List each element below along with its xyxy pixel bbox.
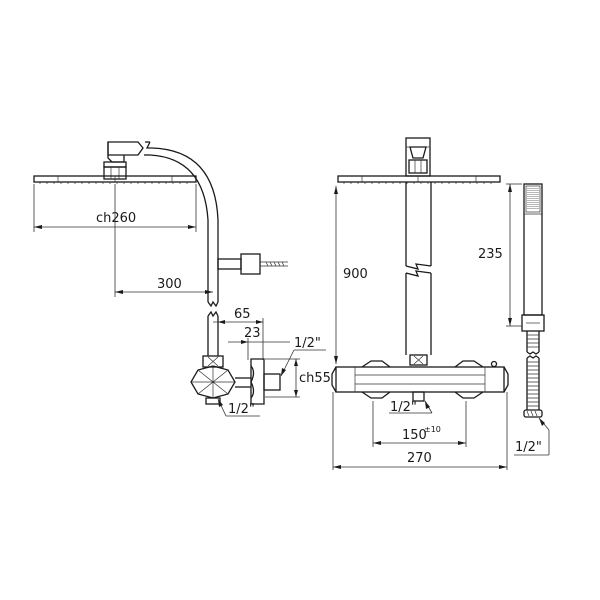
label-900: 900	[343, 267, 368, 282]
hand-shower: 235 1/2"	[478, 183, 550, 456]
spray-face	[524, 185, 542, 215]
label-hose-1-2: 1/2"	[515, 440, 542, 455]
wall-valve	[190, 355, 281, 405]
label-65: 65	[234, 307, 251, 322]
dim-wall-offset: 65	[213, 307, 264, 360]
front-rain-head	[337, 175, 501, 184]
dim-inlet-spacing: 150 ±10	[372, 401, 467, 447]
label-ch260: ch260	[96, 211, 136, 226]
label-235: 235	[478, 247, 503, 262]
label-elbow-1-2: 1/2"	[294, 336, 321, 351]
label-270: 270	[407, 451, 432, 466]
label-ch55: ch55	[299, 371, 331, 386]
head-connector	[103, 141, 144, 180]
dim-arm-reach: 300	[115, 277, 213, 294]
front-view: 900 1/2" 150 ±10 270	[331, 137, 509, 470]
front-head-connector	[405, 137, 431, 177]
vertical-column	[405, 182, 432, 366]
label-23: 23	[244, 326, 261, 341]
dim-nut-size: ch55	[265, 358, 331, 398]
dim-mixer-width: 270	[332, 392, 508, 470]
label-outlet-1-2: 1/2"	[390, 400, 417, 415]
dim-outlet-thread: 1/2"	[389, 400, 433, 415]
dim-inlet-offset: 23	[228, 326, 290, 360]
rain-shower-head	[33, 175, 197, 184]
label-150: 150	[402, 428, 427, 443]
dim-hand-shower-length: 235	[478, 183, 522, 327]
label-300: 300	[157, 277, 182, 292]
wall-holder	[217, 253, 288, 275]
shower-arm	[144, 141, 219, 308]
lower-pipe	[207, 310, 219, 356]
dim-hose-thread: 1/2"	[514, 417, 550, 456]
dim-valve-thread: 1/2"	[217, 398, 260, 417]
side-view: ch260 300 65 23	[33, 141, 331, 417]
hose	[523, 331, 543, 418]
label-150-tolerance: ±10	[424, 425, 441, 434]
label-valve-1-2: 1/2"	[228, 402, 255, 417]
dim-elbow-thread: 1/2"	[280, 336, 326, 377]
thermostatic-mixer	[331, 360, 509, 402]
dim-column-height: 900	[334, 186, 368, 364]
